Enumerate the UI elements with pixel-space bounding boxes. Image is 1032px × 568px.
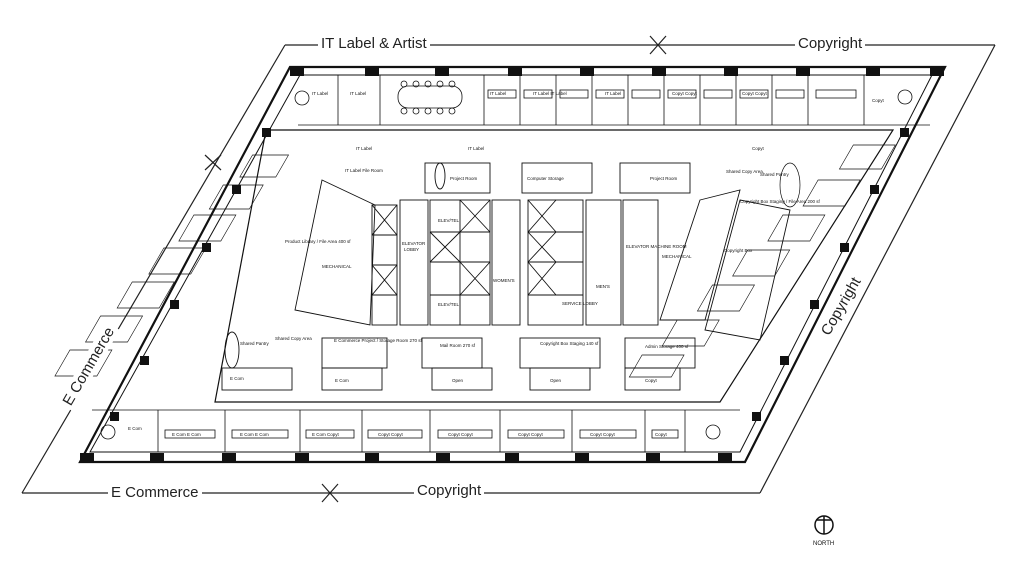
room-label: Copyt: [645, 378, 658, 383]
room-label: Copyt: [872, 98, 885, 103]
workstations-right: [628, 144, 896, 378]
room-label: WOMEN'S: [493, 278, 515, 283]
label-it-label-artist: IT Label & Artist: [318, 35, 430, 52]
room-label: E Com: [230, 376, 244, 381]
room-label: MECHANICAL: [322, 264, 352, 269]
room-label: Copyt Copyt: [672, 91, 698, 96]
top-offices: [294, 75, 930, 126]
room-label: MEN'S: [596, 284, 610, 289]
room-label: Open: [452, 378, 464, 383]
room-label: Computer Storage: [527, 176, 564, 181]
room-label: Copyt Copyt: [378, 432, 404, 437]
room-label: Shared Pantry: [240, 341, 270, 346]
room-label: IT Label: [312, 91, 328, 96]
room-label: MECHANICAL: [662, 254, 692, 259]
room-label: ELEVATOR: [402, 241, 426, 246]
room-label: Copyt Copyt: [518, 432, 544, 437]
room-label: Copyt: [752, 146, 765, 151]
building-outline: [78, 65, 947, 464]
room-label: IT Label: [356, 146, 372, 151]
structural-columns: [80, 67, 944, 462]
north-arrow-icon: [814, 515, 834, 535]
room-label: Copyright Box: [724, 248, 753, 253]
room-label: ELEV/TEL: [438, 218, 460, 223]
room-label: E Com: [128, 426, 142, 431]
room-label: Open: [550, 378, 562, 383]
room-label: IT Label: [350, 91, 366, 96]
room-label: E Commerce Project / Storage Room 270 sf: [334, 338, 423, 343]
room-label: Shared Copy Area: [726, 169, 763, 174]
room-label: Shared Pantry: [760, 172, 790, 177]
dimension-lines: [21, 35, 996, 503]
label-e-commerce-bottom: E Commerce: [108, 484, 202, 501]
room-label: Copyright Box Staging 140 sf: [540, 341, 599, 346]
room-label: Mail Room 270 sf: [440, 343, 476, 348]
room-label: ELEVATOR MACHINE ROOM: [626, 244, 687, 249]
room-label: Copyright Box Staging / File Area 200 sf: [740, 199, 821, 204]
room-label: ELEV/TEL: [438, 302, 460, 307]
room-label: IT Label File Room: [345, 168, 383, 173]
room-label: Project Room: [650, 176, 678, 181]
room-label: Shared Copy Area: [275, 336, 312, 341]
room-label: Product Library / File Area 400 sf: [285, 239, 351, 244]
room-label: Copyt Copyt: [742, 91, 768, 96]
room-label: IT Label: [468, 146, 484, 151]
room-label: E Com E Com: [172, 432, 201, 437]
label-copyright-top: Copyright: [795, 35, 866, 52]
room-label: IT Label: [490, 91, 506, 96]
label-copyright-bottom: Copyright: [414, 482, 485, 499]
room-label: Copyt Copyt: [590, 432, 616, 437]
room-label: Copyt: [655, 432, 668, 437]
room-labels: IT Label IT Label IT Label IT Label IT L…: [128, 91, 885, 437]
room-label: IT Label IT Label: [533, 91, 567, 96]
room-label: E Com Copyt: [312, 432, 340, 437]
room-label: E Com: [335, 378, 349, 383]
building-core: [221, 162, 791, 391]
north-label: NORTH: [813, 541, 834, 547]
bottom-offices: [92, 409, 740, 452]
room-label: IT Label: [605, 91, 621, 96]
room-label: Copyt Copyt: [448, 432, 474, 437]
room-label: SERVICE LOBBY: [562, 301, 598, 306]
room-label: Admin Storage 400 sf: [645, 344, 689, 349]
room-label: Project Room: [450, 176, 478, 181]
room-label: E Com E Com: [240, 432, 269, 437]
room-label: LOBBY: [404, 247, 419, 252]
